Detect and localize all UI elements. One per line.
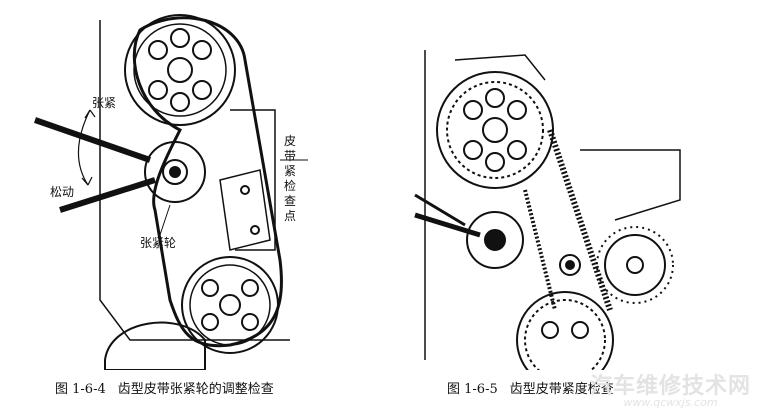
watermark: 汽车维修技术网 www.qcwxjs.com (590, 368, 751, 409)
label-belt-check-point: 皮带紧检查点 (284, 134, 297, 223)
watermark-chinese: 汽车维修技术网 (589, 374, 751, 399)
caption-text: 齿型皮带紧度检查 (509, 382, 614, 397)
label-tension: 张紧 (92, 96, 117, 110)
caption-number: 图 1-6-5 (447, 382, 498, 397)
belt-tensioner-drawing (34, 14, 308, 370)
caption-figure-1-6-4: 图 1-6-4 齿型皮带张紧轮的调整检查 (55, 378, 274, 397)
label-loosen: 松动 (50, 185, 75, 199)
belt-tightness-drawing (414, 50, 681, 370)
figure-1-6-4 (30, 0, 330, 370)
caption-figure-1-6-5: 图 1-6-5 齿型皮带紧度检查 (447, 378, 614, 397)
watermark-url: www.qcwxjs.com (623, 396, 718, 409)
figure-1-6-5 (405, 0, 705, 370)
caption-text: 齿型皮带张紧轮的调整检查 (117, 382, 274, 397)
caption-number: 图 1-6-4 (55, 382, 106, 397)
label-tensioner: 张紧轮 (140, 236, 177, 250)
